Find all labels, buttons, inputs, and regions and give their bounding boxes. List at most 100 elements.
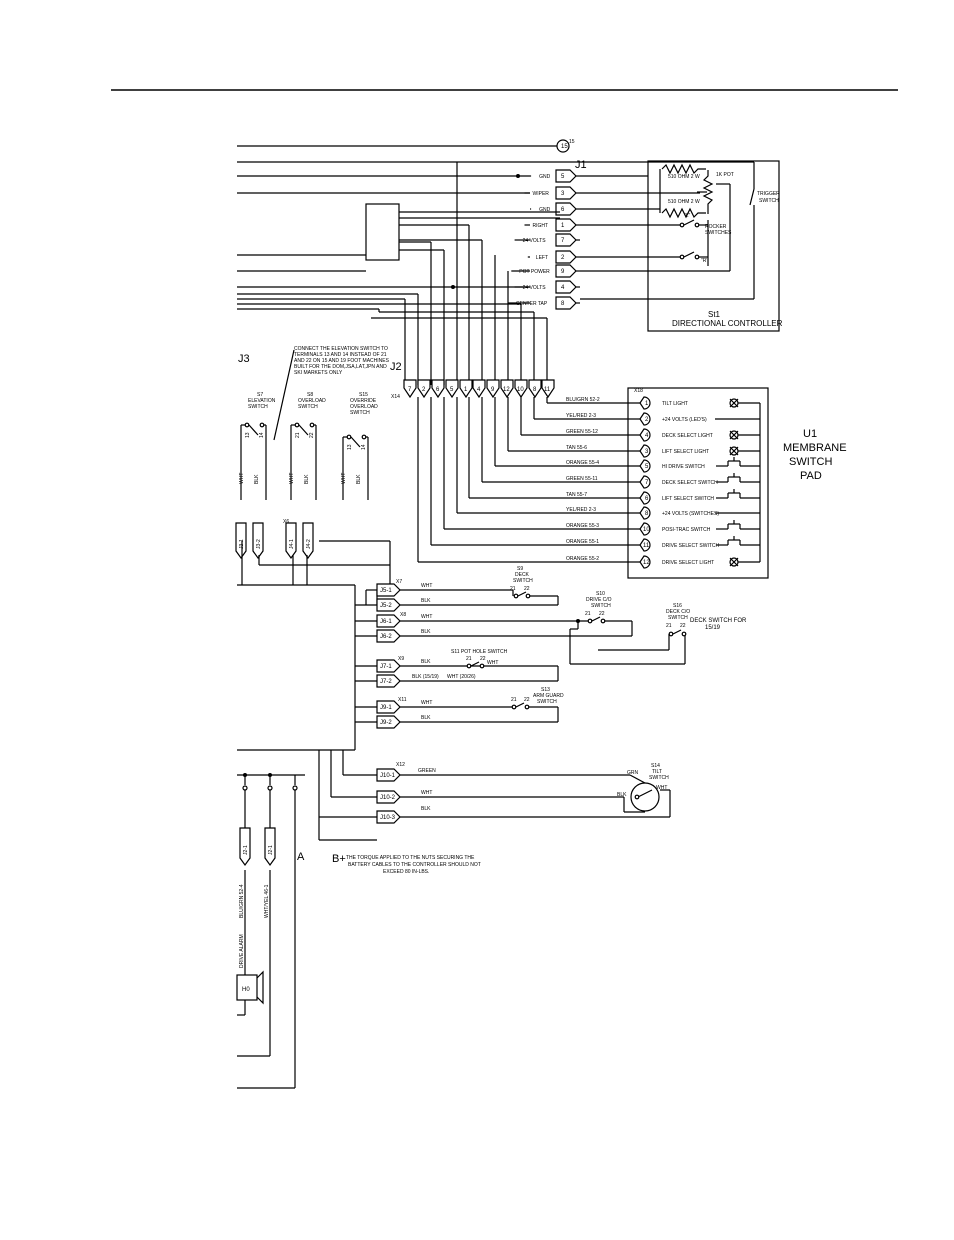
j3-label: J3 [238,353,250,365]
s16-t22: 22 [680,623,686,629]
bottom-pin-label: J2-1 [243,845,249,855]
switch-w1: WHT [239,473,245,484]
lower-connectors: J5-1J5-2J6-1J6-2J7-1J7-2J9-1J9-2J10-1J10… [376,583,401,824]
res2-label: 510 OHM 2 W [668,199,700,205]
bottom-pin-label: J2-1 [268,845,274,855]
u1-title-4: PAD [800,470,822,482]
junction-box [365,203,400,261]
conn-j10-1: J10-1 [376,768,401,782]
u1-row-label: HI DRIVE SWITCH [662,464,705,470]
switch-ref: S8 [307,392,313,398]
u1-pin-num: 1 [645,401,649,407]
u1-pin-num: 7 [645,480,649,486]
u1-row-label: LIFT SELECT SWITCH [662,496,714,502]
u1-pin-num: 11 [643,543,650,549]
j2-pin-11: 11 [541,379,555,399]
u1-title-2: MEMBRANE [783,442,847,454]
switch-w1: WHT [289,473,295,484]
j2-pin-4: 4 [472,379,486,399]
j1-pin-num: 9 [561,269,565,275]
switch-w2: BLK [304,474,310,484]
s10-name: DRIVE C/O [586,597,612,603]
switch-name: SWITCH [248,404,268,410]
s11-label: S11 POT HOLE SWITCH [451,649,508,655]
torque-note-1: THE TORQUE APPLIED TO THE NUTS SECURING … [346,855,475,861]
j1-pin-name: 24 VOLTS [523,238,547,244]
conn-j7-1: J7-1 [376,659,401,673]
j1-top-pin-label: 15 [569,139,575,145]
j2-pin-num: 9 [491,387,495,393]
conn-label: J9-1 [380,705,392,711]
trigger-label-1: TRIGGER [757,191,780,197]
s10-t21: 21 [585,611,591,617]
u1-pin-num: 5 [645,464,649,470]
bottom-pins: J2-1 J2-1 [239,827,276,867]
u1-row-label: DECK SELECT SWITCH [662,480,718,486]
switch-w2: BLK [254,474,260,484]
switch-name: OVERLOAD [350,404,378,410]
directional-controller: 510 OHM 2 W 510 OHM 2 W 1K POT TRIGGER S… [580,160,783,332]
a-label: A [297,851,305,863]
j2-pin-num: 1 [464,387,468,393]
u1-title-3: SWITCH [789,456,832,468]
conn-label: J9-2 [380,720,392,726]
s13-name: ARM GUARD [533,693,564,699]
j6-2-wire: BLK [421,629,431,635]
u1-row-label: TILT LIGHT [662,401,688,407]
u1-wire-label: ORANGE 55-2 [566,556,599,562]
x7-label: X7 [396,579,402,585]
switch-t1: 13 [245,432,251,438]
s14-name: TILT [652,769,662,775]
x8-label: X8 [400,612,406,618]
j2-pin-num: 10 [517,387,524,393]
switch-ref: S15 [359,392,368,398]
j1-pin-num: 6 [561,207,565,213]
pin-label: J4-2 [306,539,312,549]
switch-name: OVERRIDE [350,398,377,404]
j2-pin-num: 11 [544,387,551,393]
u1-pin-num: 12 [643,560,650,566]
u1-pin-num: 8 [645,511,649,517]
switch-t2: 14 [361,444,367,450]
j2-pin-1: 1 [459,379,473,399]
trigger-label-2: SWITCH [759,198,779,204]
j1-label: J1 [575,159,587,171]
switch-t1: 13 [347,444,353,450]
u1-wire-label: TAN 55-6 [566,445,587,451]
switch-name: ELEVATION [248,398,276,404]
switch-t1: 21 [295,432,301,438]
w1-label: BLU/GRN 52-4 [239,884,245,918]
j1-pin-7: 724 VOLTS [514,233,580,247]
u1-wire-label: YEL/RED 2-3 [566,413,596,419]
j7-1-wire: BLK [421,659,431,665]
s10-ref: S10 [596,591,605,597]
j9-1-wire: WHT [421,700,432,706]
conn-label: J10-2 [380,795,396,801]
j2-conn-label: X14 [391,394,400,400]
u1-wire-label: YEL/RED 2-3 [566,507,596,513]
j7-2-wire-a: BLK (15/19) [412,674,439,680]
elevation-note-line: AND 22 ON 15 AND 19 FOOT MACHINES [294,358,390,364]
j1-bus-wires [237,145,754,310]
j1-pin-num: 2 [561,255,565,261]
s14-ref: S14 [651,763,660,769]
bplus-label: B+ [332,853,346,865]
j2-pin-num: 6 [436,387,440,393]
j2-pin-12: 12 [500,379,514,399]
s16-name2: SWITCH [668,615,688,621]
controller-ref: St1 [708,310,721,319]
